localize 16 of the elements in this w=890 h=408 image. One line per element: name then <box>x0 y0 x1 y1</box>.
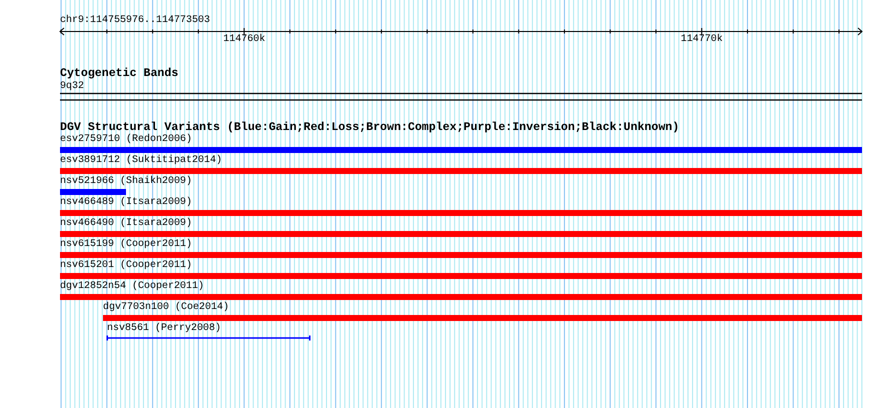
track-title: DGV Structural Variants (Blue:Gain;Red:Loss;Brown:Complex;Purple:Inversion;Black:Unknown) <box>60 121 680 134</box>
variant-label: nsv8561 (Perry2008) <box>107 323 222 335</box>
variant-label: esv3891712 (Suktitipat2014) <box>60 155 222 167</box>
variant-label: nsv466490 (Itsara2009) <box>60 218 192 230</box>
variant-label: dgv12852n54 (Cooper2011) <box>60 281 204 293</box>
band-label: 9q32 <box>60 81 84 93</box>
variant-label: nsv615201 (Cooper2011) <box>60 260 192 272</box>
variant-label: dgv7703n100 (Coe2014) <box>103 302 230 314</box>
tick-label: 114760k <box>223 34 266 46</box>
tick-label: 114770k <box>680 34 723 46</box>
region-coordinates: chr9:114755976..114773503 <box>60 15 210 27</box>
track-title: Cytogenetic Bands <box>60 67 178 80</box>
variant-label: nsv466489 (Itsara2009) <box>60 197 192 209</box>
variant-label: nsv615199 (Cooper2011) <box>60 239 192 251</box>
variant-label: esv2759710 (Redon2006) <box>60 134 192 146</box>
variant-label: nsv521966 (Shaikh2009) <box>60 176 192 188</box>
